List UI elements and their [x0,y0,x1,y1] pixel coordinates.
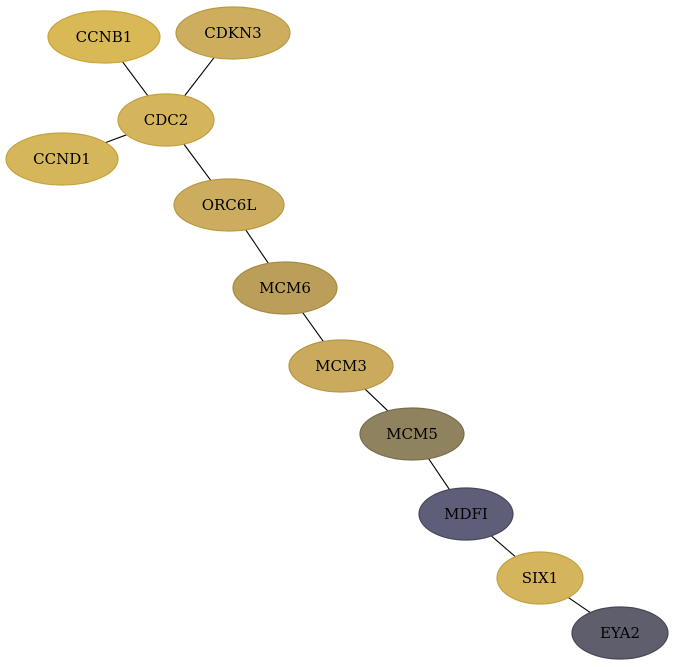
edge-ccnd1-cdc2 [105,134,127,144]
node-label: MCM5 [386,425,438,443]
edge-mcm6-mcm3 [302,312,324,342]
node-mdfi[interactable]: MDFI [418,487,514,541]
node-ellipse[interactable] [418,487,514,541]
node-label: MCM3 [315,357,367,375]
node-label: MCM6 [259,279,311,297]
node-ellipse[interactable] [496,551,584,605]
node-cdkn3[interactable]: CDKN3 [175,6,291,60]
edge-mcm5-mdfi [428,458,451,490]
node-ellipse[interactable] [5,132,119,186]
node-ellipse[interactable] [47,10,161,64]
node-label: EYA2 [600,624,640,642]
node-ellipse[interactable] [288,339,394,393]
node-mcm5[interactable]: MCM5 [359,407,465,461]
edge-mcm3-mcm5 [364,388,389,412]
node-six1[interactable]: SIX1 [496,551,584,605]
edge-mdfi-six1 [490,535,516,558]
edge-six1-eya2 [568,597,591,614]
node-mcm6[interactable]: MCM6 [232,261,338,315]
edge-cdkn3-cdc2 [184,57,215,97]
edge-cdc2-orc6l [183,143,212,181]
node-eya2[interactable]: EYA2 [571,606,669,660]
node-ccnb1[interactable]: CCNB1 [47,10,161,64]
node-ellipse[interactable] [232,261,338,315]
node-ellipse[interactable] [117,93,215,147]
node-ellipse[interactable] [175,6,291,60]
node-ellipse[interactable] [173,178,285,232]
node-cdc2[interactable]: CDC2 [117,93,215,147]
edge-orc6l-mcm6 [245,229,269,264]
node-label: CDKN3 [204,24,261,42]
node-label: CCND1 [33,150,91,168]
node-label: SIX1 [522,569,558,587]
node-ccnd1[interactable]: CCND1 [5,132,119,186]
node-ellipse[interactable] [571,606,669,660]
node-label: CDC2 [144,111,189,129]
edge-ccnb1-cdc2 [121,61,149,97]
node-mcm3[interactable]: MCM3 [288,339,394,393]
node-orc6l[interactable]: ORC6L [173,178,285,232]
node-ellipse[interactable] [359,407,465,461]
edges-layer [105,57,591,614]
node-label: CCNB1 [76,28,133,46]
node-label: ORC6L [202,196,257,214]
node-label: MDFI [444,505,488,523]
